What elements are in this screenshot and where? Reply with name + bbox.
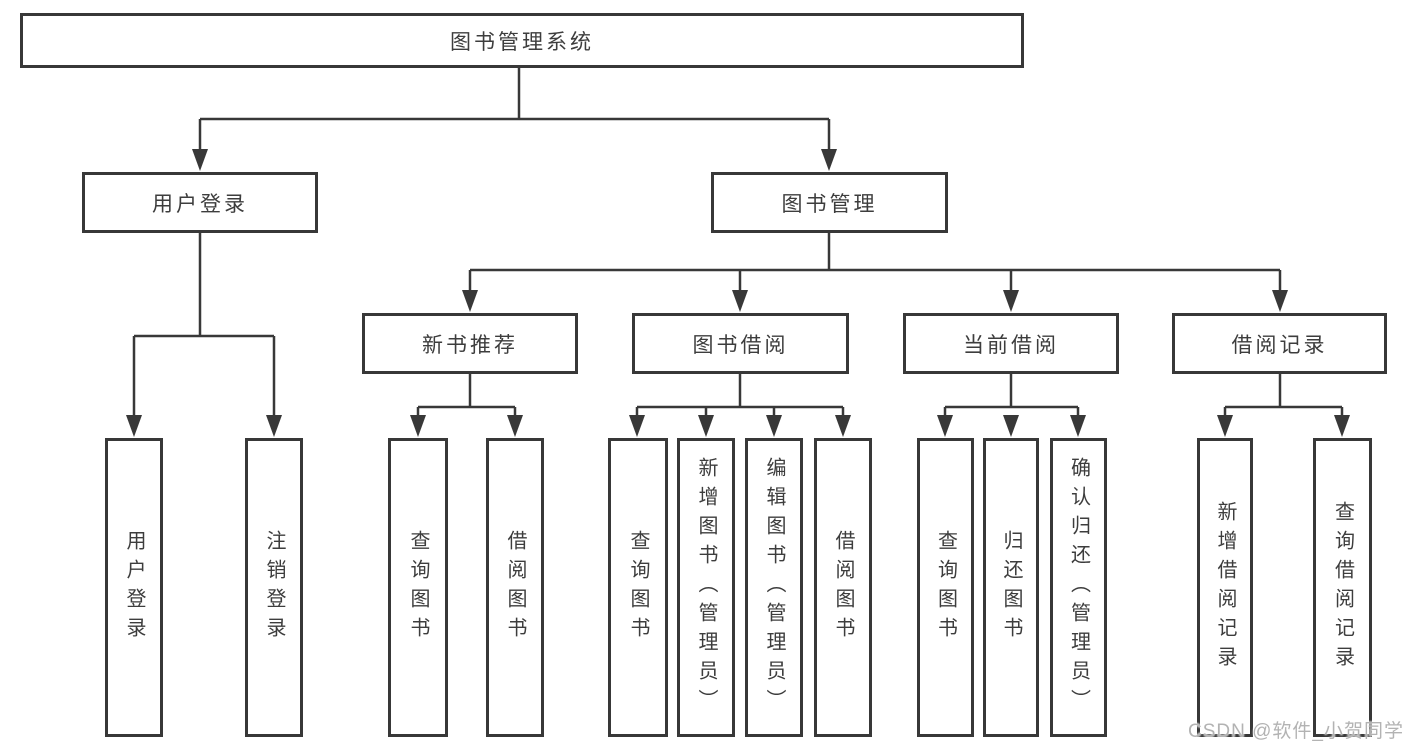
watermark: CSDN @软件_小贺同学 xyxy=(1188,721,1404,742)
leaf-query-books-current: 查询图书 xyxy=(917,438,974,737)
leaf-label: 查询图书 xyxy=(407,529,429,646)
node-book-borrowing: 图书借阅 xyxy=(632,313,849,374)
node-library-management-system: 图书管理系统 xyxy=(20,13,1024,68)
leaf-user-login: 用户登录 xyxy=(105,438,163,737)
leaf-label: 确认归还（管理员） xyxy=(1067,457,1090,718)
leaf-add-borrow-record: 新增借阅记录 xyxy=(1197,438,1253,737)
leaf-borrow-books-recommend: 借阅图书 xyxy=(486,438,544,737)
leaf-label: 查询图书 xyxy=(934,529,957,646)
leaf-query-books-recommend: 查询图书 xyxy=(388,438,448,737)
leaf-label: 新增图书（管理员） xyxy=(695,457,717,718)
leaf-query-borrow-record: 查询借阅记录 xyxy=(1313,438,1372,737)
arrowheads xyxy=(126,149,1350,437)
leaf-label: 用户登录 xyxy=(123,529,145,646)
leaf-label: 新增借阅记录 xyxy=(1214,500,1236,675)
leaf-return-books: 归还图书 xyxy=(983,438,1039,737)
node-label: 图书管理系统 xyxy=(450,30,594,54)
node-label: 用户登录 xyxy=(152,192,248,216)
node-book-management: 图书管理 xyxy=(711,172,948,233)
leaf-confirm-return-admin: 确认归还（管理员） xyxy=(1050,438,1107,737)
node-label: 图书管理 xyxy=(781,192,878,216)
node-user-login: 用户登录 xyxy=(82,172,318,233)
leaf-label: 查询借阅记录 xyxy=(1331,500,1354,675)
leaf-label: 归还图书 xyxy=(1000,529,1022,646)
node-label: 借阅记录 xyxy=(1231,333,1328,357)
node-label: 新书推荐 xyxy=(422,333,518,357)
leaf-label: 编辑图书（管理员） xyxy=(763,457,785,718)
leaf-edit-books-admin: 编辑图书（管理员） xyxy=(745,438,803,737)
leaf-label: 注销登录 xyxy=(263,529,285,646)
leaf-add-books-admin: 新增图书（管理员） xyxy=(677,438,735,737)
leaf-label: 借阅图书 xyxy=(504,529,526,646)
node-label: 图书借阅 xyxy=(692,333,789,357)
leaf-label: 查询图书 xyxy=(627,529,649,646)
node-new-book-recommendation: 新书推荐 xyxy=(362,313,578,374)
leaf-borrow-books: 借阅图书 xyxy=(814,438,872,737)
leaf-query-books-borrow: 查询图书 xyxy=(608,438,668,737)
node-label: 当前借阅 xyxy=(963,333,1059,357)
leaf-logout: 注销登录 xyxy=(245,438,303,737)
node-borrowing-records: 借阅记录 xyxy=(1172,313,1387,374)
node-current-borrowing: 当前借阅 xyxy=(903,313,1119,374)
leaf-label: 借阅图书 xyxy=(832,529,854,646)
